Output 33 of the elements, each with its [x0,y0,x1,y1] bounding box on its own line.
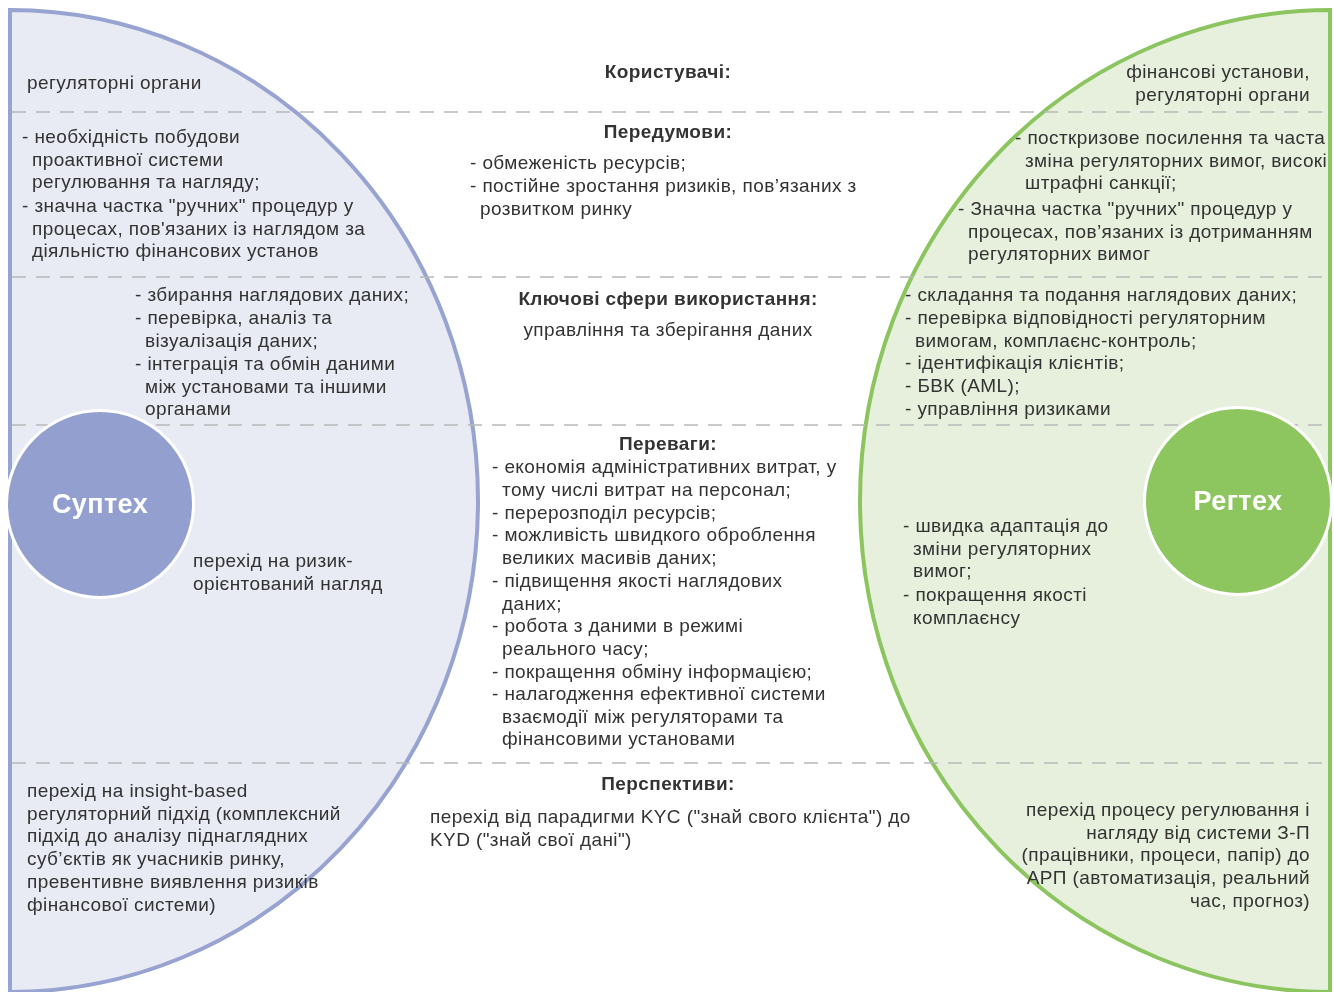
bullet-item: - управління ризиками [905,398,1112,421]
row-heading: Перспективи: [600,773,736,796]
description-text: регуляторні органи [27,72,203,95]
bullet-item: - перевірка відповідності регуляторним вимогам, комплаєнс-контроль; [905,307,1267,353]
bullet-item: - ідентифікація клієнтів; [905,352,1126,375]
bullet-item: - значна частка "ручних" процедур у процесах, пов'язаних із наглядом за діяльністю фінансових установ [22,195,367,264]
bullet-item: - перерозподіл ресурсів; [492,502,718,525]
bullet-item: - збирання наглядових даних; [135,284,411,307]
bullet-item: - Значна частка "ручних" процедур у процесах, пов’язаних із дотриманням регуляторних вимог [958,198,1314,267]
bullet-item: - посткризове посилення та часта зміна регуляторних вимог, високі штрафні санкції; [1015,127,1329,196]
description-text: перехід на ризик-орієнтований нагляд [193,550,384,596]
bullet-item: - можливість швидкого оброблення великих масивів даних; [492,524,817,570]
bullet-item: - БВК (AML); [905,375,1021,398]
bullet-item: - перевірка, аналіз та візуалізація даних; [135,307,334,353]
bullet-item: - обмеженість ресурсів; [470,152,688,175]
bullet-item: - налагодження ефективної системи взаємодії між регуляторами та фінансовими установами [492,683,827,752]
bullet-item: - економія адміністративних витрат, у тому числі витрат на персонал; [492,456,838,502]
row-heading: Користувачі: [603,61,733,84]
description-text: фінансові установи, регуляторні органи [1125,61,1310,107]
bullet-item: - покращення якості комплаєнсу [903,584,1088,630]
row-heading: Передумови: [602,121,734,144]
bullet-item: - постійне зростання ризиків, пов’язаних з розвитком ринку [470,175,858,221]
row-heading: Ключові сфери використання: [517,288,819,311]
bullet-item: - швидка адаптація до зміни регуляторних вимог; [903,515,1110,584]
row-heading: Переваги: [618,433,718,456]
bullet-item: - покращення обміну інформацією; [492,661,814,684]
description-text: перехід від парадигми KYC ("знай свого клієнта") до KYD ("знай свої дані") [430,806,912,852]
bullet-item: - необхідність побудови проактивної системи регулювання та нагляду; [22,126,261,195]
bullet-item: - складання та подання наглядових даних; [905,284,1299,307]
description-text: управління та зберігання даних [522,319,814,342]
bullet-item: - робота з даними в режимі реального часу; [492,615,745,661]
bullet-item: - підвищення якості наглядових даних; [492,570,784,616]
description-text: перехід на insight-based регуляторний підхід (комплексний підхід до аналізу піднаглядних суб’єктів як учасників ринку, превентивне виявлення ризиків фінансової системи) [27,780,342,917]
